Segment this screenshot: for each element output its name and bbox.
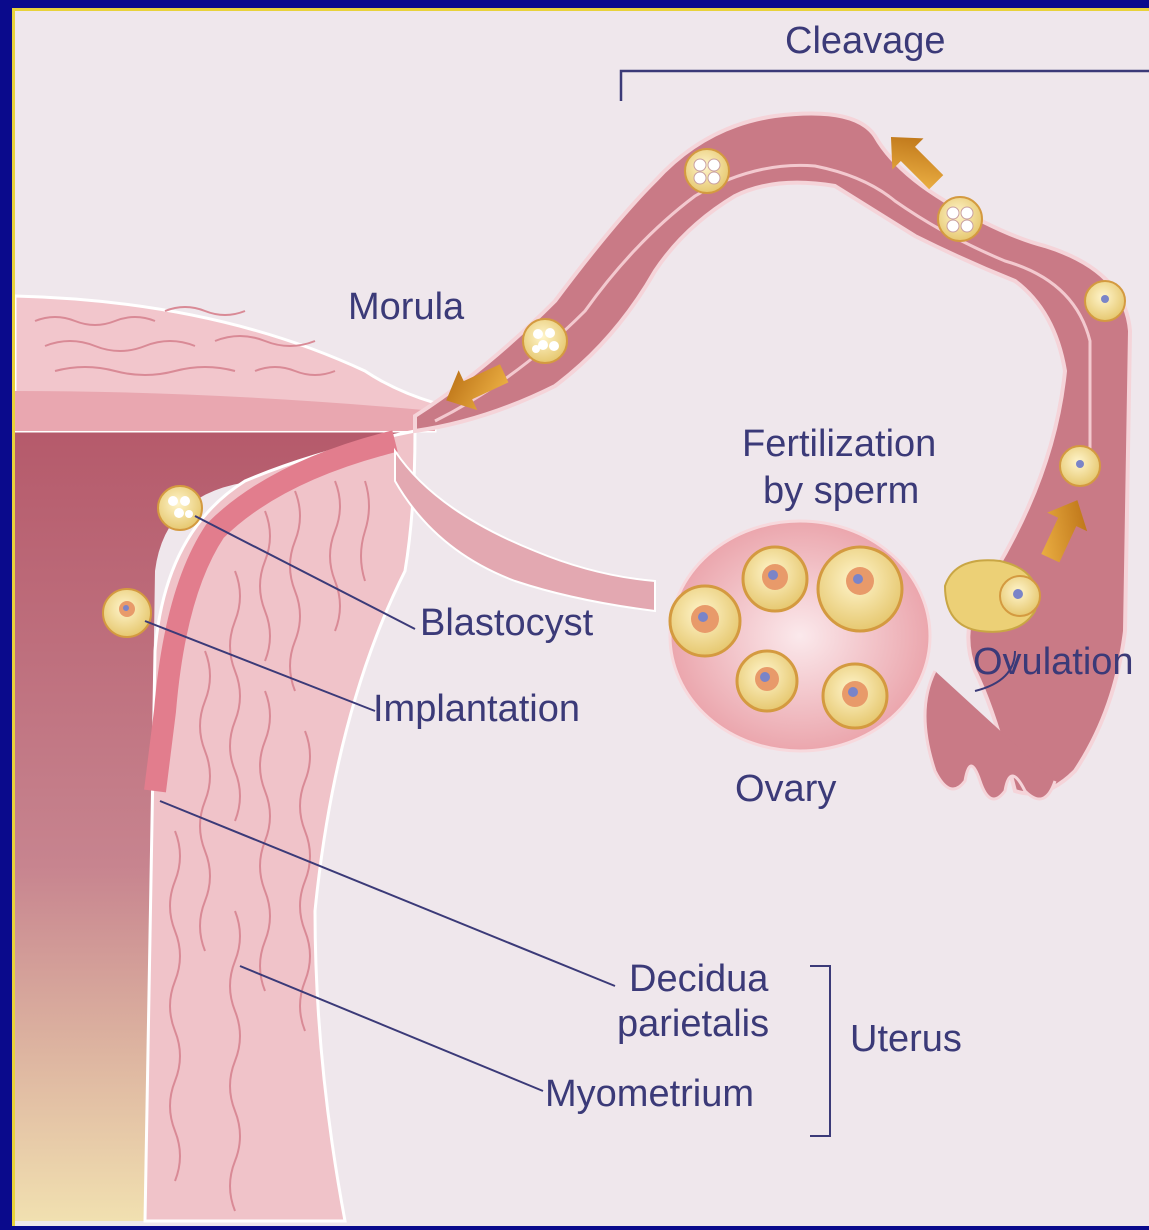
label-myometrium: Myometrium: [545, 1073, 754, 1115]
cleaving-embryo: [685, 149, 729, 193]
label-blastocyst: Blastocyst: [420, 602, 594, 644]
follicle: [743, 547, 807, 611]
egg: [1085, 281, 1125, 321]
follicle: [670, 586, 740, 656]
label-implantation: Implantation: [373, 688, 580, 730]
label-fertilization-line1: Fertilization: [742, 423, 936, 465]
cleaving-embryo: [938, 197, 982, 241]
diagram-canvas: Cleavage Morula Fertilization by sperm B…: [12, 8, 1149, 1226]
blastocyst-embryo: [158, 486, 202, 530]
follicle: [737, 651, 797, 711]
cleavage-bracket: [621, 71, 1149, 101]
label-morula: Morula: [348, 286, 465, 328]
label-cleavage: Cleavage: [785, 20, 946, 62]
label-uterus: Uterus: [850, 1018, 962, 1060]
ovarian-ligament: [395, 451, 655, 611]
egg: [1060, 446, 1100, 486]
label-ovulation: Ovulation: [973, 641, 1134, 683]
implanting-embryo: [103, 589, 151, 637]
morula-embryo: [523, 319, 567, 363]
uterus-body: [15, 296, 435, 1221]
label-decidua-line1: Decidua: [629, 958, 769, 1000]
label-ovary: Ovary: [735, 768, 836, 810]
reproductive-diagram: Cleavage Morula Fertilization by sperm B…: [15, 11, 1149, 1226]
label-fertilization-line2: by sperm: [763, 470, 919, 512]
follicle: [823, 664, 887, 728]
follicle: [818, 547, 902, 631]
label-decidua-line2: parietalis: [617, 1003, 769, 1045]
